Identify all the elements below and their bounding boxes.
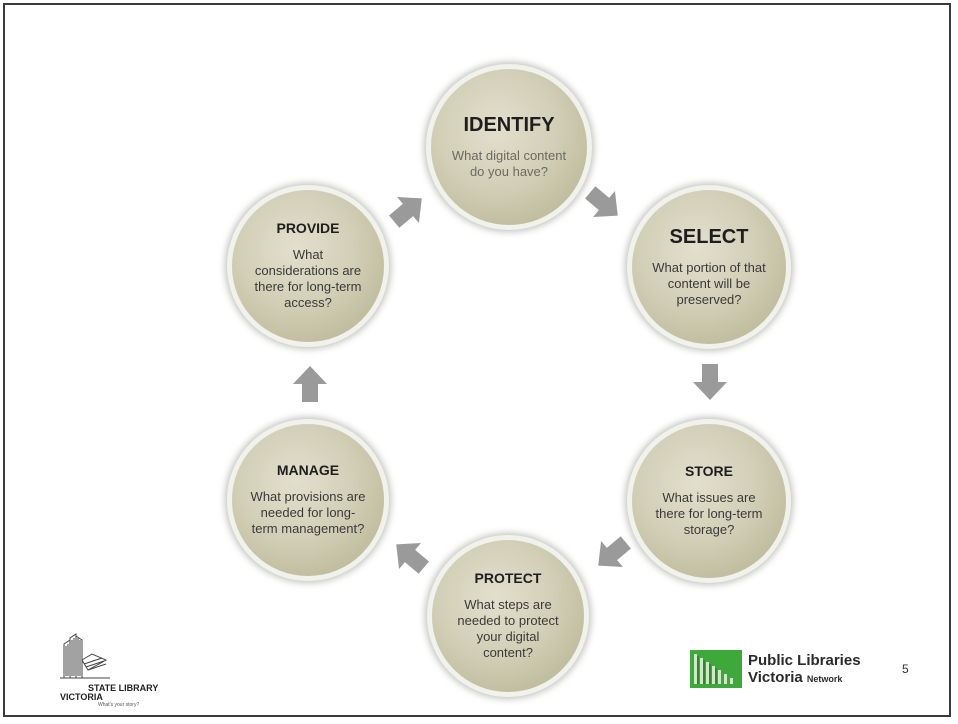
plv-line1: Public Libraries [748, 652, 861, 669]
select-title: SELECT [669, 226, 749, 248]
store-title: STORE [685, 463, 733, 480]
state-library-building-icon [60, 633, 110, 679]
protect-circle: PROTECT What steps are needed to protect… [432, 540, 584, 692]
identify-question: What digital content do you have? [451, 148, 567, 179]
plv-line2-small: Network [806, 674, 843, 684]
store-circle: STORE What issues are there for long-ter… [632, 424, 786, 578]
provide-circle: PROVIDE What considerations are there fo… [232, 190, 384, 342]
page-number: 5 [902, 662, 909, 676]
protect-question: What steps are needed to protect your di… [457, 596, 559, 660]
manage-circle: MANAGE What provisions are needed for lo… [232, 424, 384, 576]
provide-question: What considerations are there for long-t… [254, 246, 362, 310]
public-libraries-logo-icon [690, 650, 742, 688]
arrow-manage-to-provide-icon [290, 364, 330, 404]
plv-line2-main: Victoria [748, 669, 803, 686]
plv-line2: Victoria Network [748, 669, 842, 686]
provide-title: PROVIDE [276, 220, 340, 237]
identify-title: IDENTIFY [463, 114, 555, 136]
slv-tagline: What's your story? [98, 702, 140, 708]
select-question: What portion of that content will be pre… [652, 260, 766, 307]
slv-name-line1: STATE LIBRARY [88, 683, 159, 693]
arrow-store-to-protect-icon [584, 526, 640, 582]
state-library-victoria-logo: STATE LIBRARY VICTORIA What's your story… [58, 630, 178, 710]
identify-circle: IDENTIFY What digital content do you hav… [431, 69, 587, 225]
select-circle: SELECT What portion of that content will… [632, 190, 786, 344]
slv-name: STATE LIBRARY VICTORIA [60, 684, 158, 702]
protect-title: PROTECT [474, 570, 542, 587]
slv-name-line2: VICTORIA [60, 692, 103, 702]
arrow-select-to-store-icon [690, 362, 730, 402]
store-question: What issues are there for long-term stor… [655, 489, 763, 537]
arrow-identify-to-select-icon [576, 176, 632, 232]
manage-question: What provisions are needed for long-term… [250, 488, 366, 536]
public-libraries-victoria-logo: Public Libraries Victoria Network [690, 650, 900, 692]
manage-title: MANAGE [276, 462, 340, 479]
arrow-provide-to-identify-icon [380, 182, 436, 238]
arrow-protect-to-manage-icon [382, 528, 438, 584]
